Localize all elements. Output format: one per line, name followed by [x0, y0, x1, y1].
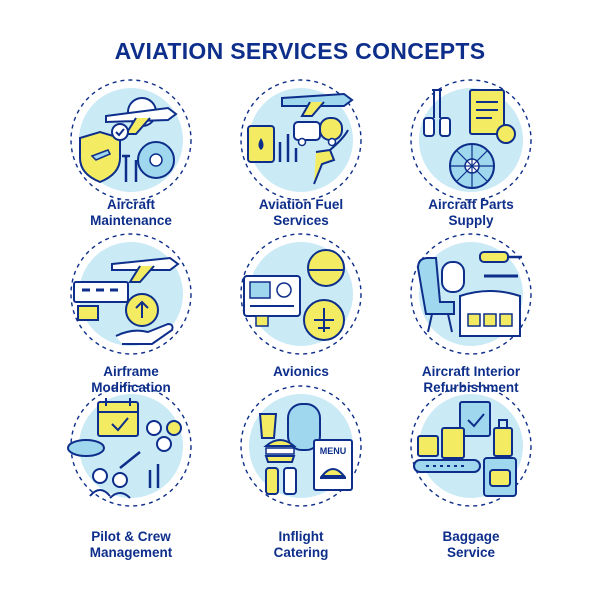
label-line: Management	[89, 545, 173, 560]
label-line: Supply	[448, 213, 494, 228]
label-aircraft-maintenance: Aircraft Maintenance	[41, 197, 221, 229]
label-pilot-crew-management: Pilot & Crew Management	[41, 529, 221, 561]
label-avionics: Avionics	[211, 364, 391, 380]
label-line: Refurbishment	[423, 380, 519, 395]
label-line: Aircraft	[106, 197, 155, 212]
menu-card-text: MENU	[320, 446, 347, 456]
label-baggage-service: Baggage Service	[381, 529, 561, 561]
label-line: Aviation Fuel	[258, 197, 344, 212]
aircraft-parts-supply-illustration	[396, 78, 546, 228]
label-aircraft-interior-refurbishment: Aircraft Interior Refurbishment	[381, 364, 561, 396]
aviation-fuel-icon	[240, 79, 362, 201]
label-line: Service	[446, 545, 496, 560]
aircraft-interior-refurbishment-illustration	[396, 232, 546, 382]
label-line: Airframe	[103, 364, 159, 379]
label-inflight-catering: Inflight Catering	[211, 529, 391, 561]
aircraft-interior-icon	[410, 233, 532, 355]
label-line: Modification	[91, 380, 171, 395]
label-line: Pilot & Crew	[91, 529, 171, 544]
label-line: Aircraft Parts	[428, 197, 514, 212]
baggage-service-icon	[410, 385, 532, 507]
airframe-modification-icon	[70, 233, 192, 355]
aircraft-maintenance-illustration	[56, 78, 206, 228]
aircraft-maintenance-icon	[70, 79, 192, 201]
label-line: Catering	[273, 545, 329, 560]
page-title: AVIATION SERVICES CONCEPTS	[114, 38, 486, 64]
inflight-catering-icon: MENU	[240, 385, 362, 507]
label-line: Inflight	[278, 529, 324, 544]
label-line: Aircraft Interior	[421, 364, 521, 379]
avionics-icon	[240, 233, 362, 355]
pilot-crew-icon	[67, 385, 192, 507]
aviation-fuel-services-illustration	[226, 78, 376, 228]
label-aviation-fuel-services: Aviation Fuel Services	[211, 197, 391, 229]
inflight-catering-illustration: MENU	[226, 384, 376, 534]
label-line: Services	[273, 213, 329, 228]
airframe-modification-illustration	[56, 232, 206, 382]
label-line: Avionics	[273, 364, 329, 379]
baggage-service-illustration	[396, 384, 546, 534]
label-line: Baggage	[442, 529, 500, 544]
label-aircraft-parts-supply: Aircraft Parts Supply	[381, 197, 561, 229]
label-line: Maintenance	[90, 213, 172, 228]
pilot-crew-management-illustration	[56, 384, 206, 534]
label-airframe-modification: Airframe Modification	[41, 364, 221, 396]
avionics-illustration	[226, 232, 376, 382]
aircraft-parts-icon	[410, 79, 532, 201]
